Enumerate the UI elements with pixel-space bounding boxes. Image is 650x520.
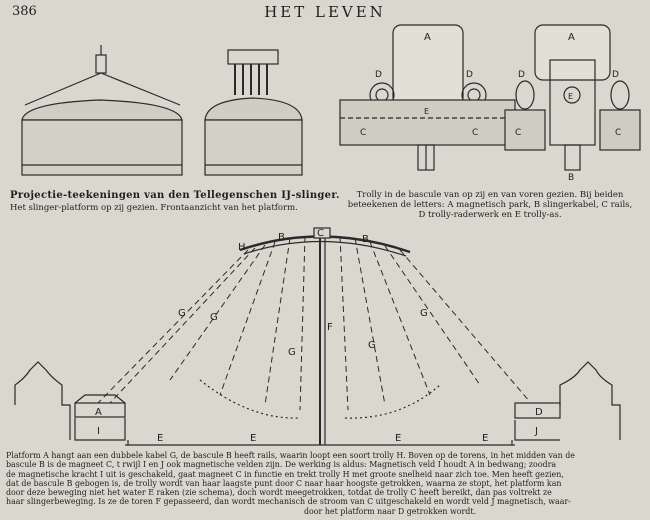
- label-E: E: [568, 92, 573, 101]
- trolly-side-view-drawing: A D D E C C: [339, 24, 516, 171]
- trolly-front-view-drawing: A D D E C C B: [504, 24, 641, 183]
- body-line: door deze beweging niet het water E rake…: [6, 488, 552, 498]
- label-D: D: [535, 407, 543, 418]
- body-line: de magnetische kracht I uit is geschakel…: [6, 469, 564, 479]
- left-caption-subtitle: Het slinger-platform op zij gezien. Fron…: [10, 203, 298, 213]
- label-B: B: [278, 232, 285, 243]
- label-E: E: [482, 433, 488, 444]
- label-C: C: [472, 128, 478, 138]
- slinger-schematic-diagram: C B B H F G G G G G A I D J E E E E: [14, 227, 621, 446]
- platform-side-view-drawing: [21, 45, 183, 176]
- right-caption: Trolly in de bascule van op zij en van v…: [334, 190, 646, 220]
- label-I: I: [97, 426, 100, 437]
- label-F: F: [327, 322, 333, 333]
- label-A: A: [95, 407, 102, 418]
- label-C: C: [360, 128, 366, 138]
- caption-line: Trolly in de bascule van op zij en van v…: [356, 190, 624, 200]
- body-line: Platform A hangt aan een dubbele kabel G…: [6, 451, 575, 460]
- label-G: G: [210, 312, 218, 323]
- body-line: bascule B is de magneet C, t rwijl I en …: [6, 460, 557, 470]
- label-E: E: [157, 433, 163, 444]
- label-C: C: [615, 128, 621, 138]
- label-E: E: [250, 433, 256, 444]
- label-H: H: [238, 242, 246, 253]
- body-line: dat de bascule B gebogen is, de trolly w…: [6, 478, 562, 488]
- label-D: D: [518, 70, 525, 80]
- label-D: D: [612, 70, 619, 80]
- page-number: 386: [12, 4, 37, 19]
- caption-line: D trolly-raderwerk en E trolly-as.: [418, 210, 562, 220]
- label-A: A: [424, 32, 431, 43]
- page-header-title: HET LEVEN: [264, 3, 386, 21]
- body-line: door het platform naar D getrokken wordt…: [304, 506, 476, 516]
- label-G: G: [288, 347, 296, 358]
- platform-front-view-drawing: [204, 49, 303, 176]
- body-text: Platform A hangt aan een dubbele kabel G…: [6, 451, 646, 516]
- label-C: C: [515, 128, 521, 138]
- label-C: C: [317, 228, 324, 239]
- label-G: G: [420, 308, 428, 319]
- label-A: A: [568, 32, 575, 43]
- label-J: J: [534, 426, 538, 437]
- label-B: B: [362, 234, 369, 245]
- left-caption-title: Projectie-teekeningen van den Tellegensc…: [10, 190, 340, 201]
- label-D: D: [466, 70, 473, 80]
- label-E: E: [395, 433, 401, 444]
- body-line: haar slingerbeweging. Is ze de toren F g…: [6, 497, 571, 507]
- label-B: B: [568, 173, 574, 183]
- caption-line: beteekenen de letters: A magnetisch park…: [347, 200, 633, 210]
- label-D: D: [375, 70, 382, 80]
- label-G: G: [178, 308, 186, 319]
- label-G: G: [368, 340, 376, 351]
- label-E: E: [424, 107, 429, 116]
